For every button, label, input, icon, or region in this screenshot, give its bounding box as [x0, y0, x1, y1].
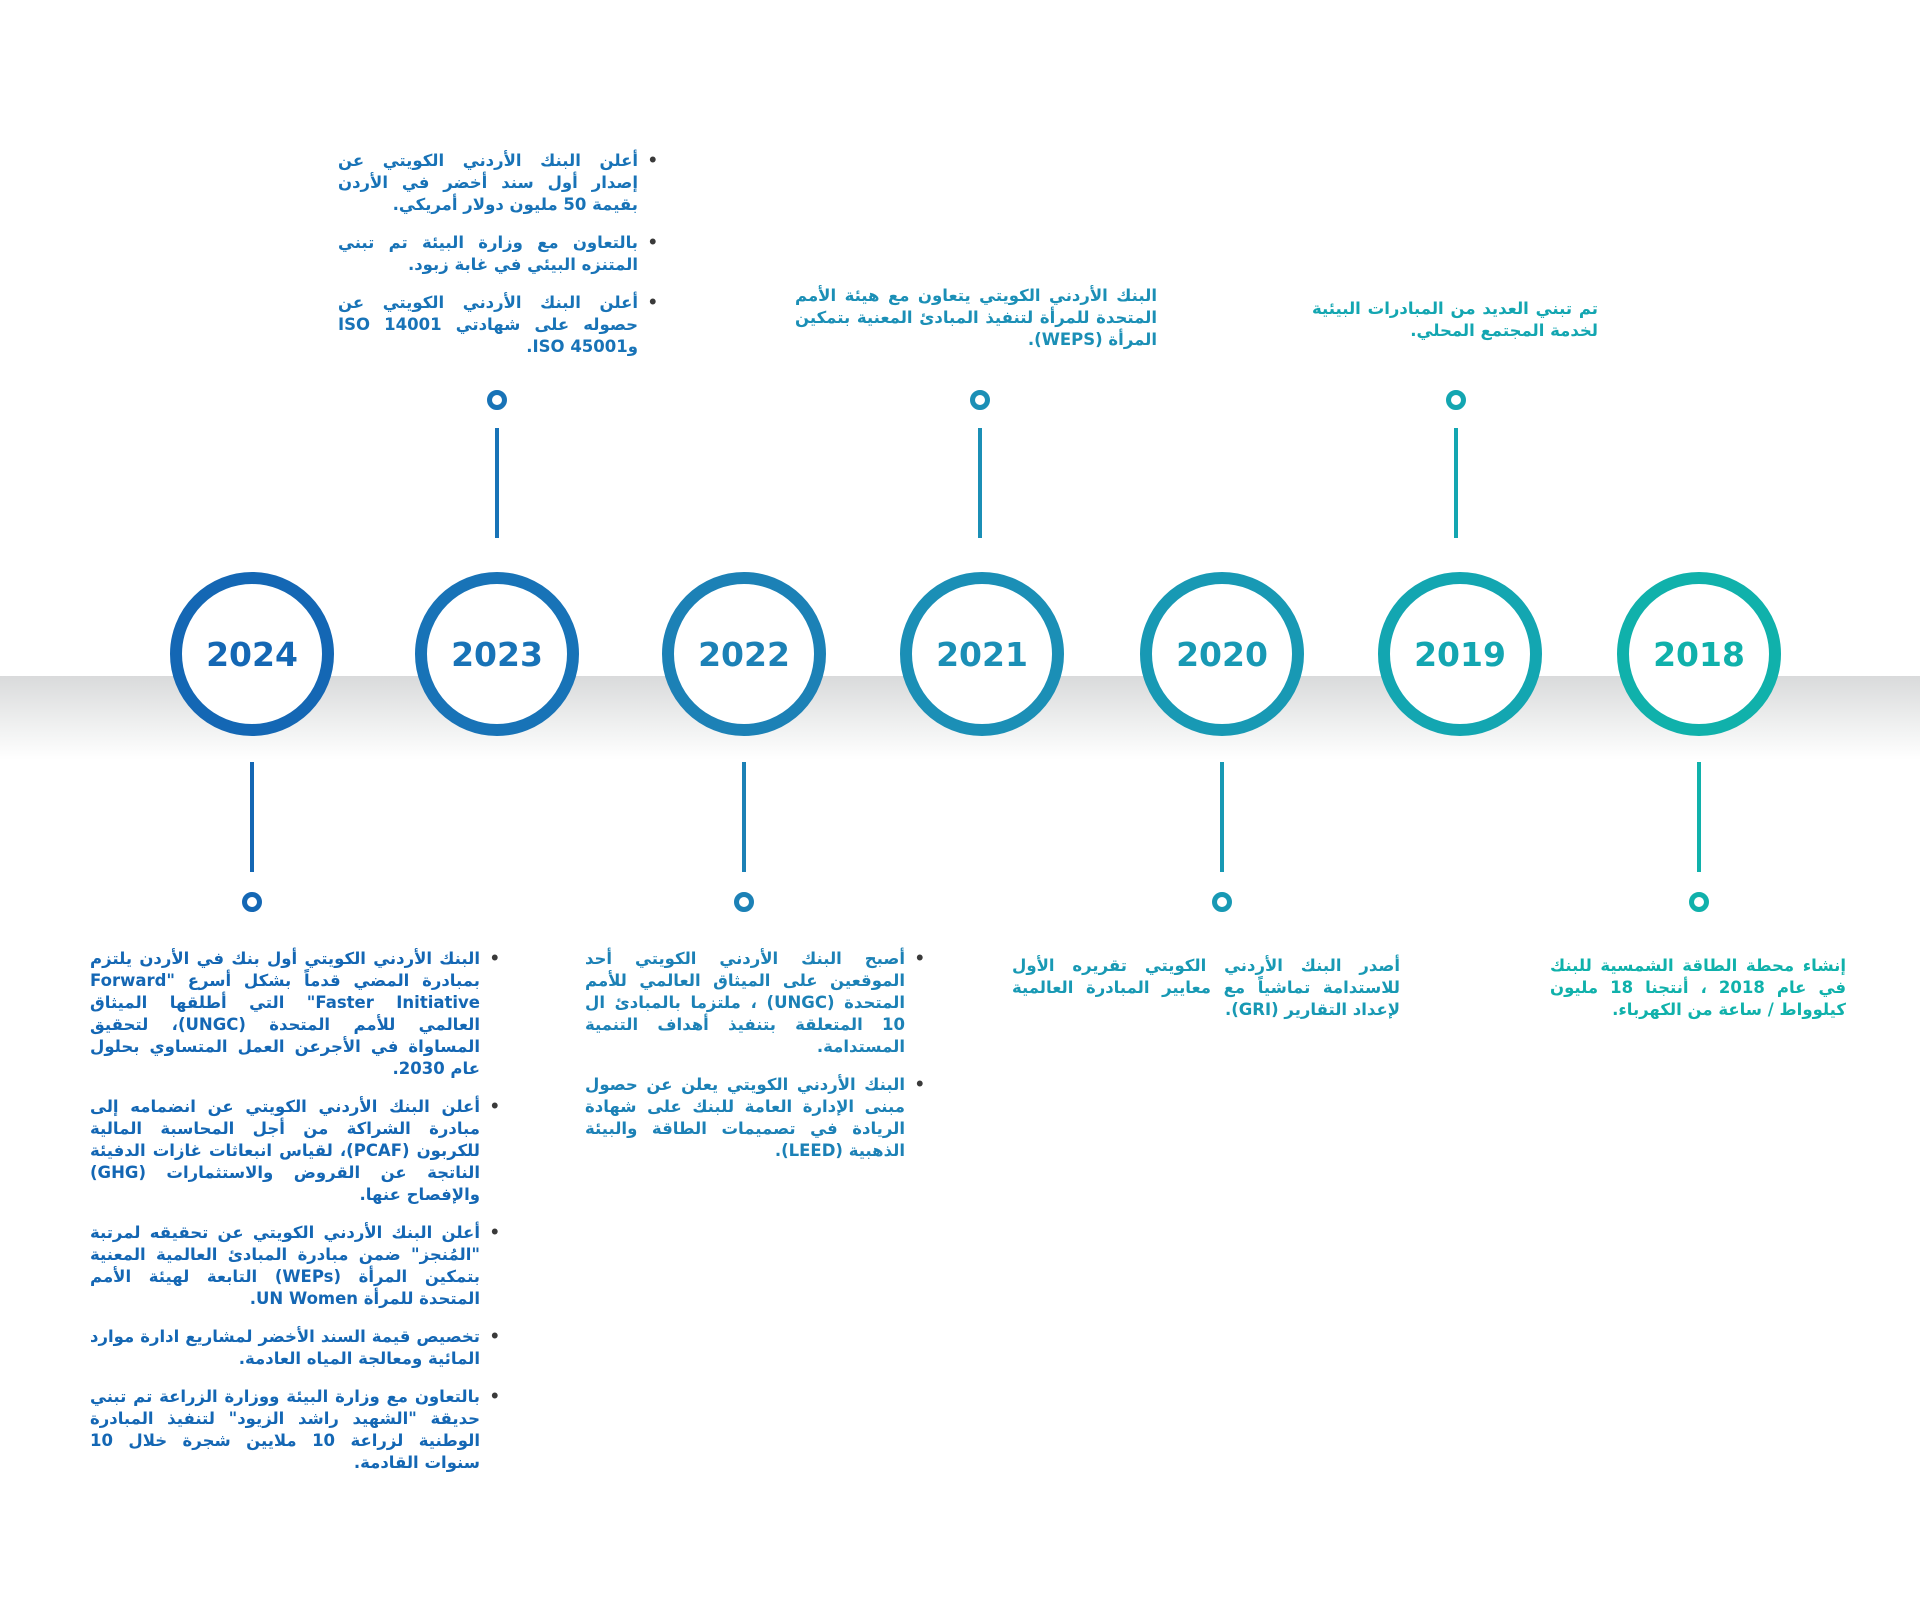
milestone-item: تم تبني العديد من المبادرات البيئية لخدم… [1312, 299, 1598, 340]
milestone-item: أعلن البنك الأردني الكويتي عن إصدار أول … [338, 150, 658, 216]
dot-2024 [242, 892, 262, 912]
milestone-item: بالتعاون مع وزارة البيئة تم تبني المتنزه… [338, 232, 658, 276]
stem-2018 [1697, 762, 1701, 872]
year-label-2023: 2023 [451, 634, 543, 674]
dot-2019 [1446, 390, 1466, 410]
milestone-text-2024: البنك الأردني الكويتي أول بنك في الأردن … [90, 948, 500, 1490]
milestone-item: بالتعاون مع وزارة البيئة ووزارة الزراعة … [90, 1386, 500, 1474]
milestone-item: تخصيص قيمة السند الأخضر لمشاريع ادارة مو… [90, 1326, 500, 1370]
stem-2019 [1454, 428, 1458, 538]
milestone-item: أعلن البنك الأردني الكويتي عن انضمامه إل… [90, 1096, 500, 1206]
year-circle-2024: 2024 [170, 572, 334, 736]
milestone-item: أعلن البنك الأردني الكويتي عن حصوله على … [338, 292, 658, 358]
year-label-2024: 2024 [206, 634, 298, 674]
stem-2022 [742, 762, 746, 872]
milestone-item: البنك الأردني الكويتي يعلن عن حصول مبنى … [585, 1074, 925, 1162]
year-circle-2020: 2020 [1140, 572, 1304, 736]
dot-2023 [487, 390, 507, 410]
year-label-2020: 2020 [1176, 634, 1268, 674]
stem-2024 [250, 762, 254, 872]
milestone-item: أصبح البنك الأردني الكويتي أحد الموقعين … [585, 948, 925, 1058]
milestone-text-2018: إنشاء محطة الطاقة الشمسية للبنك في عام 2… [1550, 955, 1846, 1021]
year-circle-2019: 2019 [1378, 572, 1542, 736]
year-circle-2022: 2022 [662, 572, 826, 736]
milestone-item: أعلن البنك الأردني الكويتي عن تحقيقه لمر… [90, 1222, 500, 1310]
milestone-text-2019: تم تبني العديد من المبادرات البيئية لخدم… [1312, 298, 1598, 342]
milestone-item: أصدر البنك الأردني الكويتي تقريره الأول … [1012, 956, 1400, 1019]
milestone-text-2022: أصبح البنك الأردني الكويتي أحد الموقعين … [585, 948, 925, 1178]
year-label-2022: 2022 [698, 634, 790, 674]
stem-2020 [1220, 762, 1224, 872]
milestone-text-2023: أعلن البنك الأردني الكويتي عن إصدار أول … [338, 150, 658, 374]
milestone-item: البنك الأردني الكويتي أول بنك في الأردن … [90, 948, 500, 1080]
year-label-2019: 2019 [1414, 634, 1506, 674]
year-label-2021: 2021 [936, 634, 1028, 674]
year-circle-2018: 2018 [1617, 572, 1781, 736]
dot-2018 [1689, 892, 1709, 912]
year-label-2018: 2018 [1653, 634, 1745, 674]
milestone-item: إنشاء محطة الطاقة الشمسية للبنك في عام 2… [1550, 956, 1846, 1019]
dot-2022 [734, 892, 754, 912]
year-circle-2023: 2023 [415, 572, 579, 736]
milestone-text-2021: البنك الأردني الكويتي يتعاون مع هيئة الأ… [795, 285, 1157, 351]
year-circle-2021: 2021 [900, 572, 1064, 736]
stem-2021 [978, 428, 982, 538]
dot-2021 [970, 390, 990, 410]
dot-2020 [1212, 892, 1232, 912]
milestone-item: البنك الأردني الكويتي يتعاون مع هيئة الأ… [795, 286, 1157, 349]
stem-2023 [495, 428, 499, 538]
milestone-text-2020: أصدر البنك الأردني الكويتي تقريره الأول … [1012, 955, 1400, 1021]
